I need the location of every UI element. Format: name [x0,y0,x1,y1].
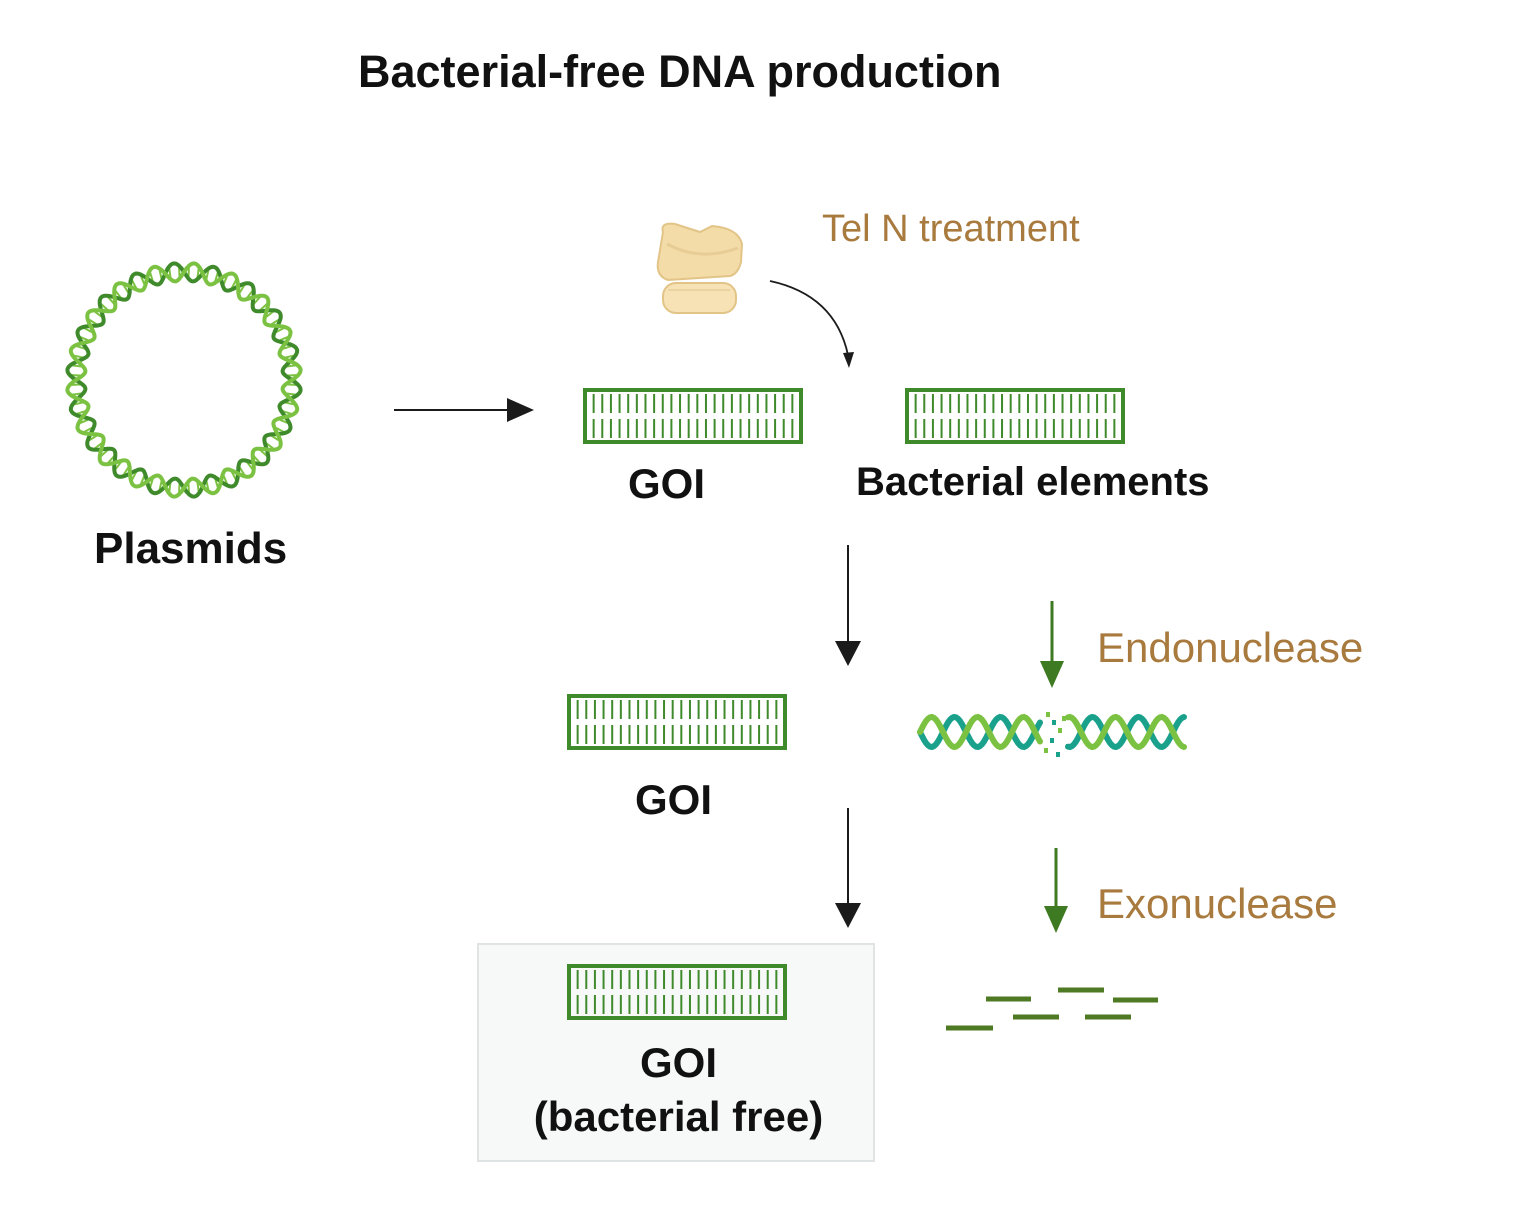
page-title: Bacterial-free DNA production [358,46,1002,97]
final-product-box [477,943,875,1162]
teln-treatment-label: Tel N treatment [822,208,1080,250]
goi-dna-icon-final [567,964,787,1020]
goi-linear-dna-icon [583,388,803,444]
bacterial-elements-dna-icon [905,388,1125,444]
bacterial-elements-label: Bacterial elements [856,460,1210,504]
goi-label: GOI [628,460,706,507]
goi-bacterial-free-label: GOI (bacterial free) [480,1036,877,1144]
exonuclease-label: Exonuclease [1097,880,1338,927]
arrow-exonuclease [1044,848,1068,933]
teln-curved-arrow [769,280,854,368]
goi-dna-icon-step2 [567,694,787,750]
arrow-step1-down [835,545,861,666]
cut-dna-helix-icon [917,712,1187,757]
arrow-endonuclease [1040,601,1064,688]
plasmid-icon [65,261,303,499]
arrow-plasmid-to-dna [394,398,534,422]
dna-fragments-icon [946,987,1158,1031]
teln-enzyme-icon [656,222,744,314]
plasmids-label: Plasmids [94,524,288,573]
arrow-step2-down [835,808,861,928]
goi-label-step2: GOI [635,776,713,823]
endonuclease-label: Endonuclease [1097,624,1364,671]
goi-final-line1: GOI [639,1039,717,1086]
goi-final-line2: (bacterial free) [533,1093,824,1140]
